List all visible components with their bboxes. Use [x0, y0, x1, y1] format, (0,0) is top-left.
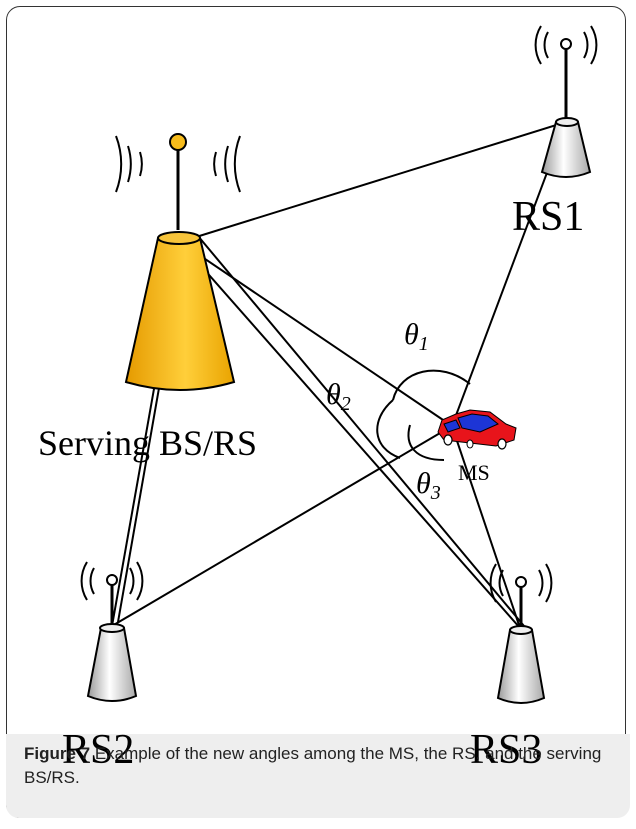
figure-label: Figure 7: [24, 744, 91, 763]
rs2-label: RS2: [62, 727, 134, 773]
link-serving-rs1: [179, 121, 567, 243]
theta2-arc: [376, 399, 401, 459]
caption-background: [6, 734, 630, 818]
rs1-tower: [534, 25, 598, 178]
theta1-label: θ1: [404, 318, 429, 355]
rs3-label: RS3: [470, 727, 542, 773]
rs3-tower: [489, 563, 553, 704]
link-rs2-ms: [111, 425, 453, 627]
serving-bs-label: Serving BS/RS: [38, 423, 257, 463]
ms-label: MS: [458, 460, 490, 485]
link-rs3-ms: [451, 425, 521, 629]
figure-caption-text: Example of the new angles among the MS, …: [24, 744, 602, 787]
angle-arcs: [376, 369, 471, 461]
link-serving-ms: [179, 241, 453, 427]
theta3-label: θ3: [416, 467, 441, 504]
rs2-tower: [80, 561, 144, 702]
figure-caption: Figure 7 Example of the new angles among…: [24, 742, 612, 790]
link-serving-rs3-outer: [197, 235, 525, 627]
ms-car-icon: [437, 409, 517, 450]
serving-bs-tower: [115, 133, 241, 391]
connection-lines: [111, 121, 567, 629]
rs1-label: RS1: [512, 194, 584, 240]
link-serving-rs3: [179, 241, 521, 629]
theta3-arc: [407, 424, 445, 461]
theta2-label: θ2: [326, 378, 351, 415]
theta1-arc: [392, 369, 471, 401]
